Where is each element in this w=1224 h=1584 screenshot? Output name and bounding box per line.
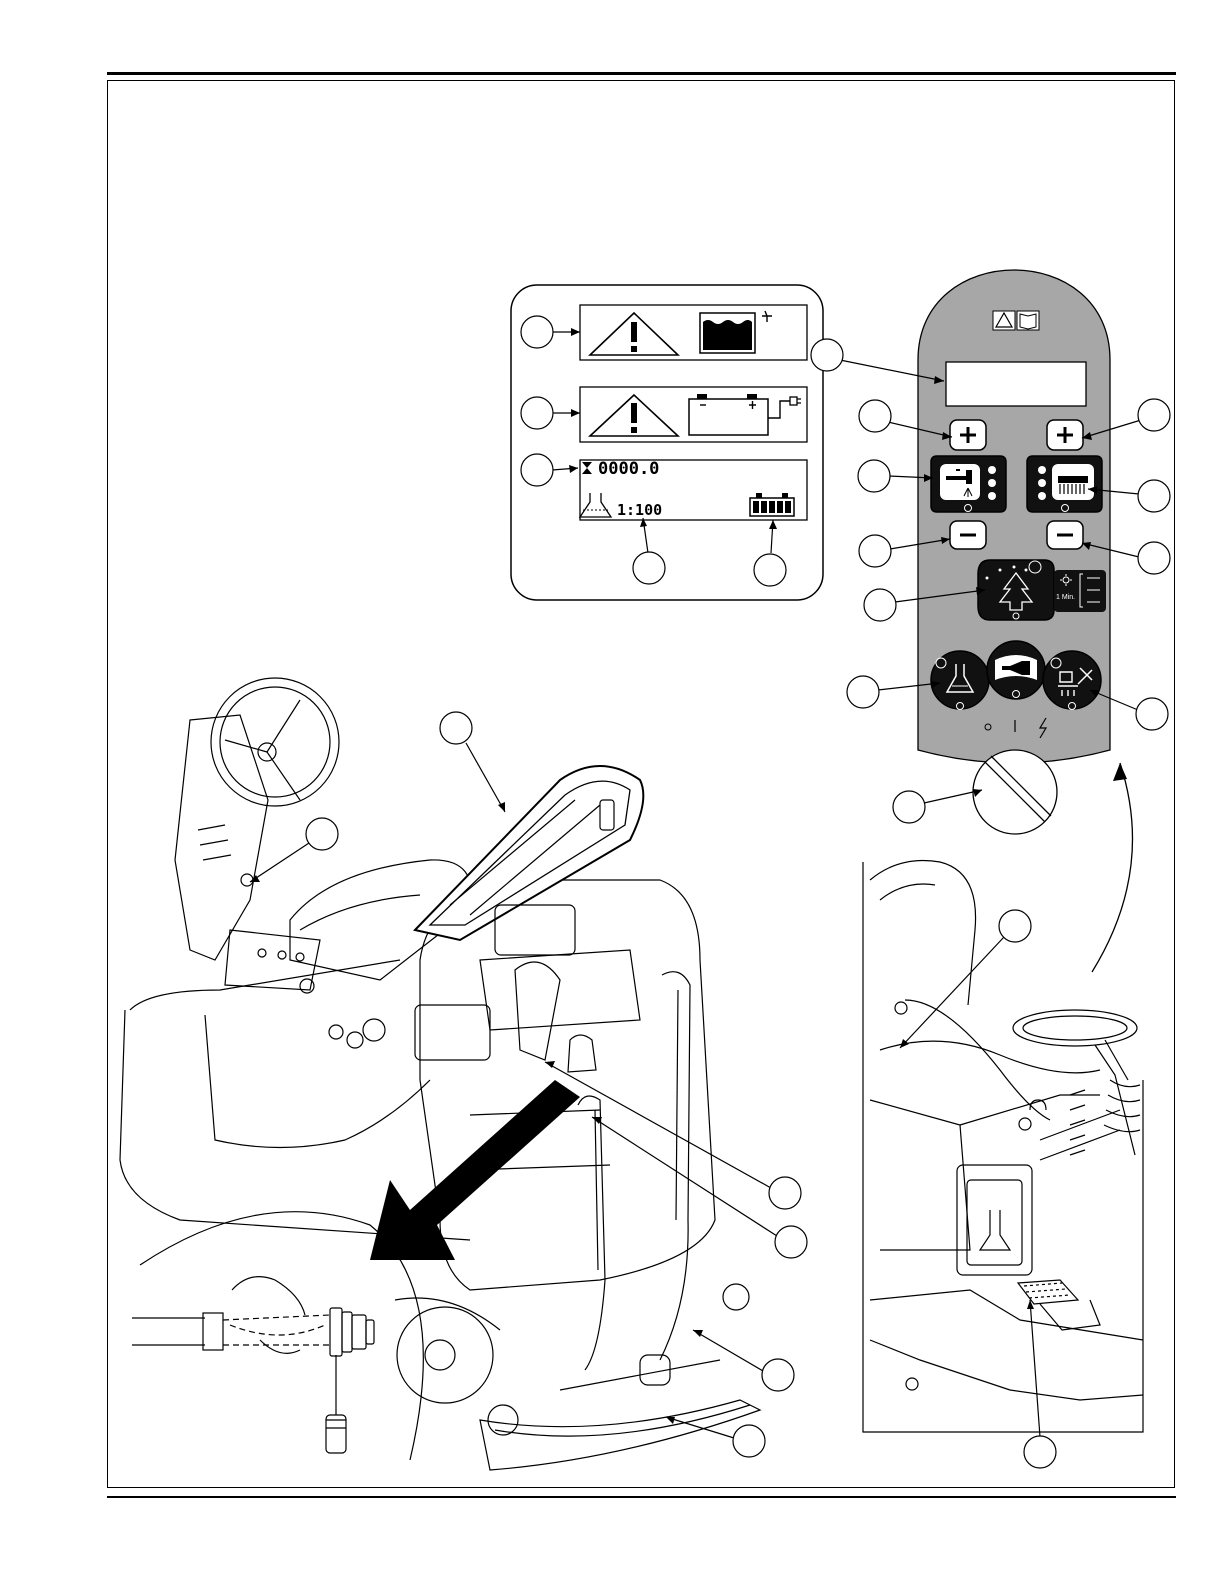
key-switch-detail — [973, 750, 1057, 834]
solution-plus-button[interactable] — [950, 420, 986, 450]
one-minute-label: 1 Min. — [1056, 594, 1075, 601]
hour-meter-readout: 0000.0 — [598, 459, 659, 479]
callout-key-switch — [893, 790, 982, 823]
detergent-ratio-readout: 1:100 — [617, 501, 662, 519]
brush-plus-button[interactable] — [1047, 420, 1083, 450]
callout-squeegee-hose — [693, 1330, 794, 1391]
solution-minus-button[interactable] — [950, 521, 986, 549]
machine-illustration — [120, 678, 760, 1470]
callout-recovery-tank-cover — [440, 712, 505, 812]
brush-pressure-button[interactable] — [1027, 456, 1102, 512]
solution-flow-button[interactable] — [931, 456, 1006, 512]
faucet-icon — [940, 464, 980, 500]
lcd-main-screen: 0000.0 1:100 — [580, 459, 807, 520]
brush-minus-button[interactable] — [1047, 521, 1083, 549]
horn-button[interactable] — [987, 641, 1045, 699]
detail-arrow — [370, 1080, 580, 1260]
detergent-button[interactable] — [931, 651, 989, 710]
operator-station-view — [863, 860, 1143, 1432]
brush-icon — [1052, 464, 1094, 500]
lcd-battery-warning-screen — [580, 387, 807, 442]
lcd-water-warning-screen — [580, 305, 807, 360]
callout-drain-hose-a — [545, 1062, 801, 1209]
callout-seat-part — [900, 910, 1031, 1048]
display-window — [946, 362, 1086, 406]
control-panel: 1 Min. — [918, 270, 1110, 763]
vacuum-button[interactable] — [1043, 651, 1101, 710]
